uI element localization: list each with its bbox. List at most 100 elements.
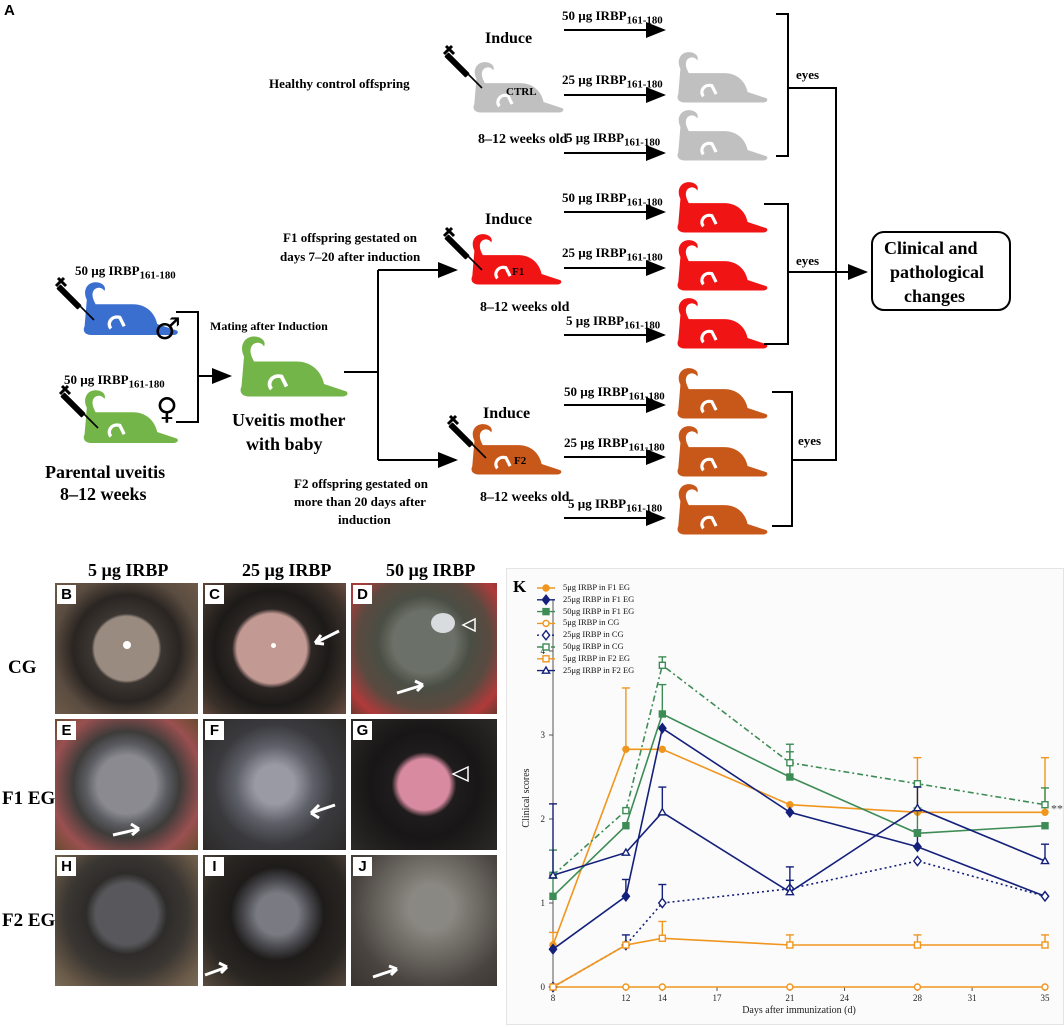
induce-label-ctrl: Induce [485, 30, 533, 47]
photo-label-e: E [57, 721, 76, 740]
legend-swatch-marker [542, 584, 550, 592]
legend-item: 25μg IRBP in CG [563, 629, 624, 640]
data-point [622, 941, 630, 949]
eye-photo-f: F [203, 719, 346, 850]
f1-tag: F1 [512, 266, 525, 278]
data-point [622, 745, 630, 753]
x-tick-label: 21 [785, 993, 794, 1003]
outcome-box [871, 231, 1011, 311]
data-point [657, 807, 668, 816]
legend-item: 5μg IRBP in CG [563, 617, 620, 628]
data-point [549, 983, 557, 991]
data-point [785, 806, 795, 819]
arrow-icon [313, 629, 340, 646]
data-point [786, 941, 794, 949]
dose-f2-25: 25 µg IRBP161-180 [564, 435, 665, 454]
data-point [786, 773, 794, 781]
arrow-icon [112, 822, 140, 837]
x-tick-label: 14 [658, 993, 668, 1003]
female-symbol-icon: ♀ [156, 392, 178, 427]
series-line-1 [552, 726, 1046, 950]
series-line-5 [552, 663, 1046, 876]
x-axis-label: Days after immunization (d) [742, 1005, 856, 1016]
dose-f1-50: 50 µg IRBP161-180 [562, 190, 663, 209]
legend-item: 50μg IRBP in CG [563, 641, 624, 651]
y-tick-label: 1 [541, 898, 546, 908]
parent-dose-male: 50 µg IRBP161-180 [75, 263, 176, 282]
photo-label-i: I [205, 857, 224, 876]
triangle-marker-icon [451, 765, 469, 783]
series-line-2 [552, 712, 1046, 897]
mating-label: Mating after Induction [210, 319, 328, 333]
data-point [548, 870, 558, 879]
data-point [1041, 801, 1049, 809]
data-point [548, 943, 558, 955]
data-point [621, 847, 631, 856]
outcome-line3: changes [904, 286, 966, 306]
panel-label-a: A [4, 2, 15, 19]
data-point [658, 745, 667, 753]
male-symbol-icon: ♂ [154, 312, 181, 347]
mother-mouse [238, 334, 350, 399]
dose-f2-50: 50 µg IRBP161-180 [564, 384, 665, 403]
data-point [913, 941, 922, 949]
eye-photo-c: C [203, 583, 346, 714]
legend-swatch-marker [542, 619, 550, 628]
parental-label-1: Parental uveitis [45, 462, 166, 482]
photo-label-j: J [353, 857, 372, 876]
y-tick-label: 2 [541, 814, 546, 824]
brackets [176, 13, 862, 527]
f2-tag: F2 [514, 455, 527, 467]
data-point [1041, 808, 1049, 816]
eye-photo-g: G [351, 719, 497, 850]
dose-ctrl-5: 5 µg IRBP161-180 [566, 130, 661, 149]
outcome-line1: Clinical and [884, 238, 978, 258]
legend-item: 5μg IRBP in F1 EG [563, 582, 631, 592]
x-tick-label: 12 [621, 993, 630, 1003]
data-point [658, 710, 667, 718]
arrow-icon [309, 803, 336, 820]
dose-arrows [564, 22, 666, 526]
legend-swatch-marker [542, 607, 550, 616]
data-point [912, 855, 922, 867]
data-point [622, 806, 630, 815]
age-label-f2: 8–12 weeks old [480, 490, 570, 505]
y-axis-label: Clinical scores [521, 768, 532, 827]
eyes-label-f1: eyes [796, 253, 820, 268]
x-tick-label: 28 [913, 993, 923, 1003]
triangle-marker-icon [461, 617, 476, 633]
eyes-label-f2: eyes [798, 433, 822, 448]
x-tick-label: 24 [840, 993, 850, 1003]
series-line-0 [552, 748, 1045, 946]
data-point [658, 661, 667, 669]
data-point [1040, 856, 1050, 865]
data-point [1041, 983, 1049, 991]
eye-photo-h: H [55, 855, 198, 986]
data-point [657, 722, 667, 735]
age-label-ctrl: 8–12 weeks old [478, 132, 568, 147]
dose-ctrl-50: 50 µg IRBP161-180 [562, 8, 663, 27]
data-point [1041, 822, 1049, 830]
photo-label-b: B [57, 585, 76, 604]
mother-label-1: Uveitis mother [232, 410, 346, 430]
data-point [658, 983, 667, 991]
legend-item: 25μg IRBP in F1 EG [563, 593, 635, 604]
dose-f1-25: 25 µg IRBP161-180 [562, 245, 663, 264]
arrow-icon [372, 964, 399, 979]
legend-item: 25μg IRBP in F2 EG [563, 664, 635, 675]
col-header-5: 5 µg IRBP [88, 560, 169, 580]
data-point [786, 759, 794, 767]
ctrl-tag: CTRL [506, 86, 537, 98]
eye-photo-d: D [351, 583, 497, 714]
x-tick-label: 8 [551, 993, 556, 1003]
schematic-diagram [54, 13, 1011, 537]
parent-dose-female: 50 µg IRBP161-180 [64, 372, 165, 391]
legend-swatch-marker [542, 643, 550, 651]
data-point [657, 897, 667, 909]
col-header-50: 50 µg IRBP [386, 560, 476, 580]
outcome-line2: pathological [890, 262, 985, 282]
healthy-control-label: Healthy control offspring [269, 76, 410, 91]
data-point [622, 983, 630, 991]
dose-ctrl-25: 25 µg IRBP161-180 [562, 72, 663, 91]
